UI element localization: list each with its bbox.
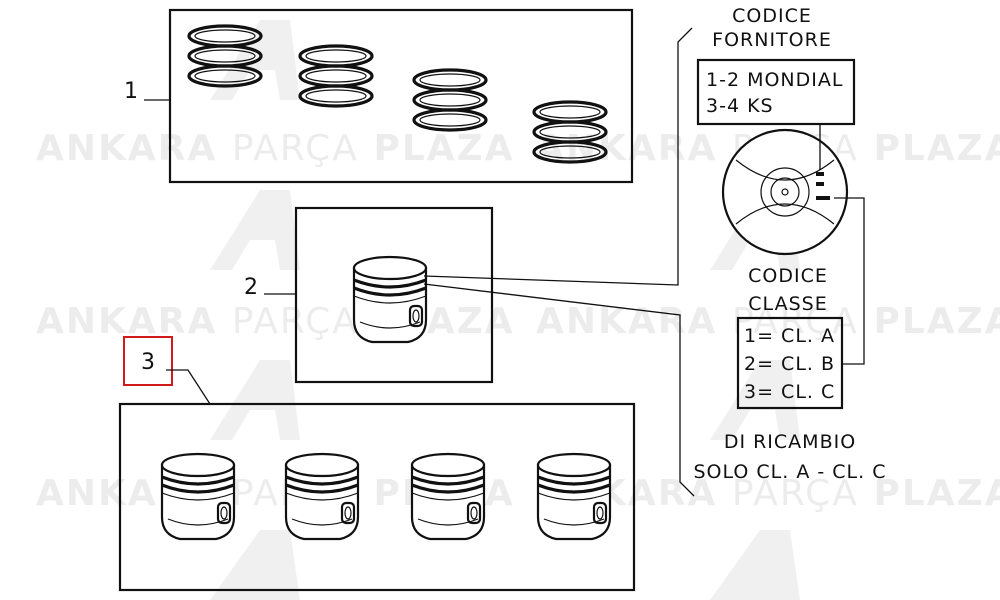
supplier-code-line: 1-2 MONDIAL <box>706 69 843 91</box>
class-code-row: 3= CL. C <box>744 381 835 403</box>
callout-3: 3 <box>141 350 155 375</box>
class-code-title: CLASSE <box>748 293 827 315</box>
watermark-logo-icon <box>210 360 300 440</box>
single-piston-box <box>294 206 494 384</box>
class-code-title: CODICE <box>748 265 828 287</box>
watermark-text: ANKARA PARÇA PLAZA <box>36 301 515 342</box>
watermark-logo-icon <box>210 530 300 600</box>
ring-set-3[interactable] <box>412 68 488 132</box>
callout-1: 1 <box>124 79 138 104</box>
leader-3 <box>166 369 211 405</box>
spare-note: SOLO CL. A - CL. C <box>694 461 887 483</box>
single-piston[interactable] <box>352 255 428 344</box>
ring-set-2[interactable] <box>298 44 374 108</box>
leader-class-mark <box>834 197 865 365</box>
supplier-code-title: CODICE <box>732 5 812 27</box>
piston-1[interactable] <box>160 452 236 541</box>
class-code-row: 1= CL. A <box>744 325 835 347</box>
class-code-row: 2= CL. B <box>744 353 835 375</box>
watermark-logo-icon <box>710 530 800 600</box>
single-piston-group[interactable] <box>294 206 494 384</box>
watermark-logo-icon <box>210 190 300 270</box>
supplier-code-box <box>696 58 856 126</box>
piston-2[interactable] <box>284 452 360 541</box>
watermark-logo-icon <box>710 360 800 440</box>
callout-3-highlight <box>123 336 173 386</box>
leader-supplier-code <box>423 27 693 286</box>
supplier-code-title: FORNITORE <box>712 29 832 51</box>
class-code-box <box>736 316 844 410</box>
piston-3[interactable] <box>410 452 486 541</box>
watermark-text: ANKARA PARÇA PLAZA <box>36 128 515 169</box>
piston-crown-top-view[interactable] <box>721 128 849 256</box>
ring-set-group[interactable] <box>168 8 634 184</box>
watermark-text: ANKARA PARÇA PLAZA <box>536 301 1000 342</box>
piston-set-group[interactable] <box>118 402 636 592</box>
leader-class-code <box>423 283 695 497</box>
piston-set-box <box>118 402 636 592</box>
spare-note: DI RICAMBIO <box>724 431 856 453</box>
supplier-code-line: 3-4 KS <box>706 95 774 117</box>
piston-4[interactable] <box>536 452 612 541</box>
ring-set-box <box>168 8 634 184</box>
callout-2: 2 <box>244 275 258 300</box>
